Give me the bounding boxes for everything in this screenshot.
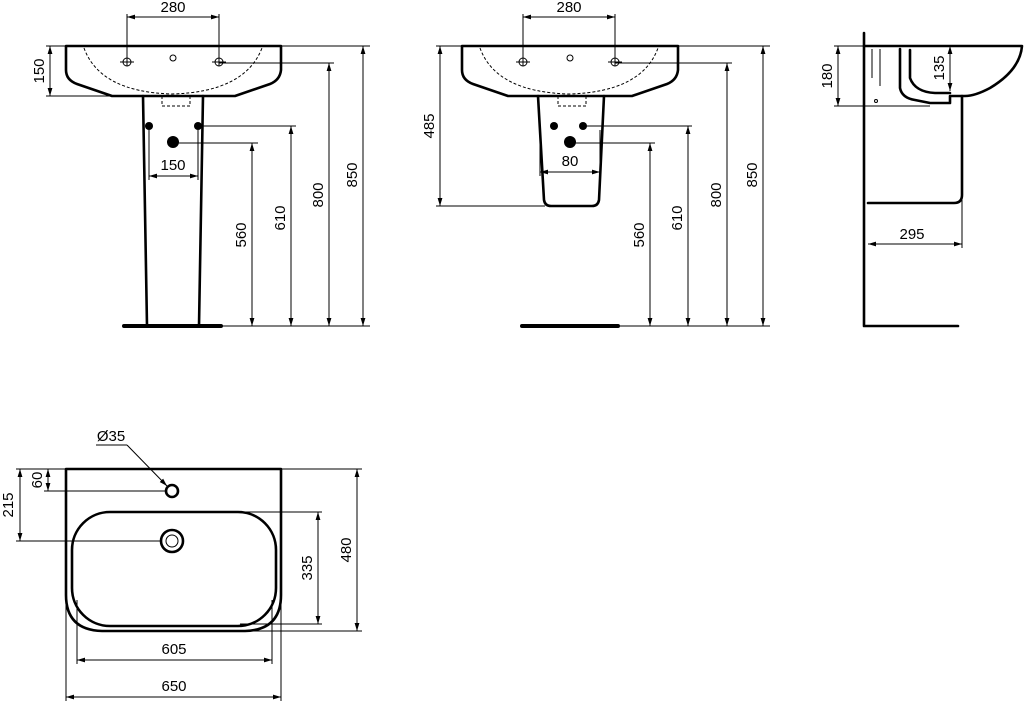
dim-pedestal-projection: 295 [899,226,924,243]
dim-tap-height: 800 [310,182,327,207]
front-view-pedestal: 280 150 150 560 610 800 850 [31,0,370,328]
dim-tap-spacing: 280 [556,0,581,16]
dim-supply-height: 610 [272,205,289,230]
dim-waste-height: 560 [631,222,648,247]
dim-tap-hole-offset: 60 [29,472,46,489]
dim-basin-height: 150 [31,58,48,83]
dim-overall-height: 850 [344,162,361,187]
dim-overall-height: 850 [744,162,761,187]
dim-supply-spacing: 80 [562,153,579,170]
dim-overall-depth: 480 [338,537,355,562]
front-view-semi-pedestal: 280 485 80 560 610 800 850 [421,0,770,328]
bowl-outline [70,510,278,628]
dim-tap-hole-diameter: Ø35 [97,428,125,445]
dim-overall-width: 650 [161,678,186,695]
dim-tap-height: 800 [708,182,725,207]
basin-side-outline [862,44,1024,205]
basin-plan-outline [64,467,283,633]
dim-bowl-depth: 135 [931,55,948,80]
side-view: 180 135 295 [819,31,1024,328]
dim-waste-offset: 215 [0,492,17,517]
dim-tap-spacing: 280 [160,0,185,16]
dim-basin-to-pedestal: 485 [421,113,438,138]
pedestal-outline [141,94,205,328]
basin-outline [64,44,283,98]
waste-hole [159,528,185,554]
dim-waste-height: 560 [233,222,250,247]
plan-view: Ø35 60 215 335 480 605 650 [0,428,362,701]
dim-bowl-width: 605 [161,641,186,658]
dim-basin-depth: 180 [819,63,836,88]
dim-waste-spacing: 150 [160,157,185,174]
semi-pedestal-outline [536,94,606,208]
dim-supply-height: 610 [669,205,686,230]
wall-and-floor [862,31,960,328]
tap-hole [164,483,180,499]
dim-bowl-length: 335 [299,555,316,580]
